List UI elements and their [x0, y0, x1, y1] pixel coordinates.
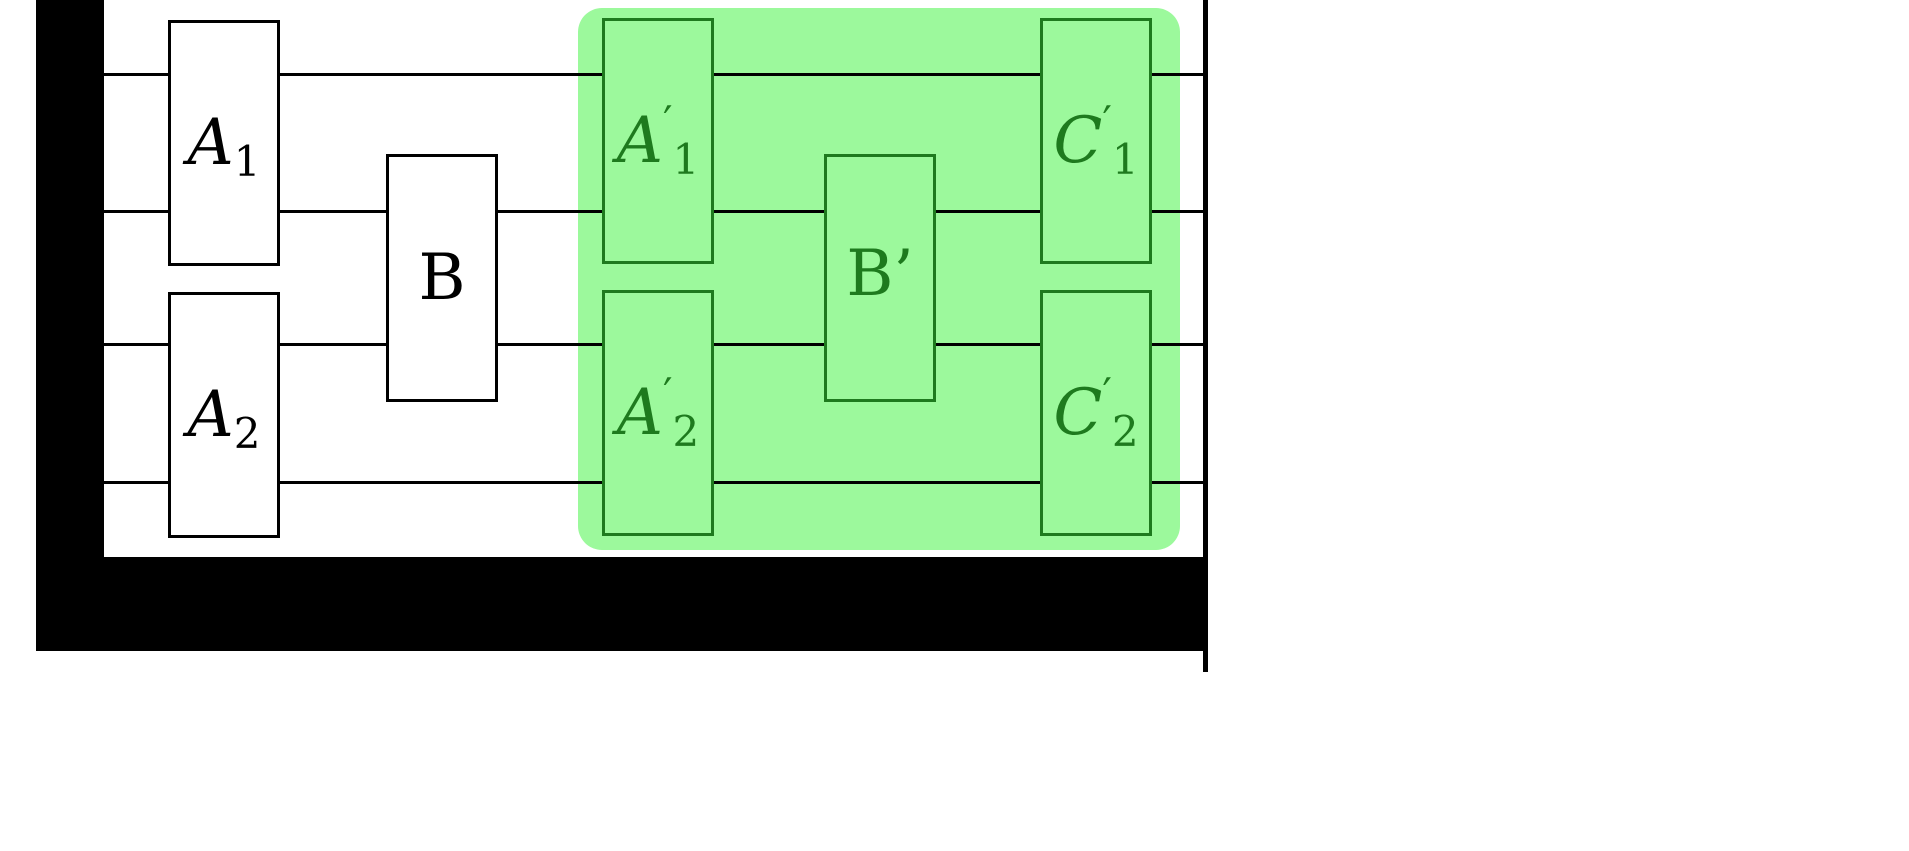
gate-c2-prime-subscript: 2 [1111, 407, 1139, 456]
gate-c1-prime-subscript: 1 [1111, 135, 1139, 184]
gate-b-prime-mark: ’ [893, 237, 914, 311]
gate-b: B [386, 154, 498, 402]
gate-a2-prime-label: A′2 [617, 373, 700, 453]
gate-c1-prime-box: C′1 [1040, 18, 1152, 264]
gate-c1-prime-label: C′1 [1053, 101, 1138, 181]
gate-b-prime-letter: B [846, 237, 894, 311]
gate-c2-prime-letter: C [1053, 376, 1103, 450]
gate-c1-prime-letter: C [1053, 104, 1103, 178]
gate-a1-prime-subscript: 1 [672, 135, 700, 184]
gate-a1-subscript: 1 [233, 137, 261, 186]
gate-c2-prime-box: C′2 [1040, 290, 1152, 536]
right-boundary-line [1203, 0, 1208, 672]
gate-a2: A2 [168, 292, 280, 538]
gate-a1-prime-box: A′1 [602, 18, 714, 264]
gate-c1-prime-mark: ′ [1102, 97, 1112, 146]
gate-a1-label: A1 [188, 103, 261, 183]
gate-b-prime-label: B’ [846, 242, 913, 314]
gate-b-letter: B [418, 241, 466, 315]
gate-a2-prime-subscript: 2 [672, 407, 700, 456]
gate-a2-subscript: 2 [233, 409, 261, 458]
gate-a2-label: A2 [188, 375, 261, 455]
gate-a1-prime-mark: ′ [662, 97, 673, 146]
gate-a1-prime-label: A′1 [617, 101, 700, 181]
left-terminal-bar [36, 0, 104, 651]
gate-c2-prime-mark: ′ [1102, 369, 1112, 418]
gate-a1: A1 [168, 20, 280, 266]
gate-c2-prime-label: C′2 [1053, 373, 1138, 453]
gate-a2-prime-box: A′2 [602, 290, 714, 536]
bottom-terminal-bar [36, 557, 1206, 651]
gate-a2-letter: A [187, 378, 234, 452]
gate-b-label: B [418, 238, 465, 318]
gate-a2-prime-letter: A [616, 376, 663, 450]
gate-a1-letter: A [187, 106, 234, 180]
gate-a2-prime-mark: ′ [662, 369, 673, 418]
gate-b-prime-box: B’ [824, 154, 936, 402]
gate-a1-prime-letter: A [616, 104, 663, 178]
